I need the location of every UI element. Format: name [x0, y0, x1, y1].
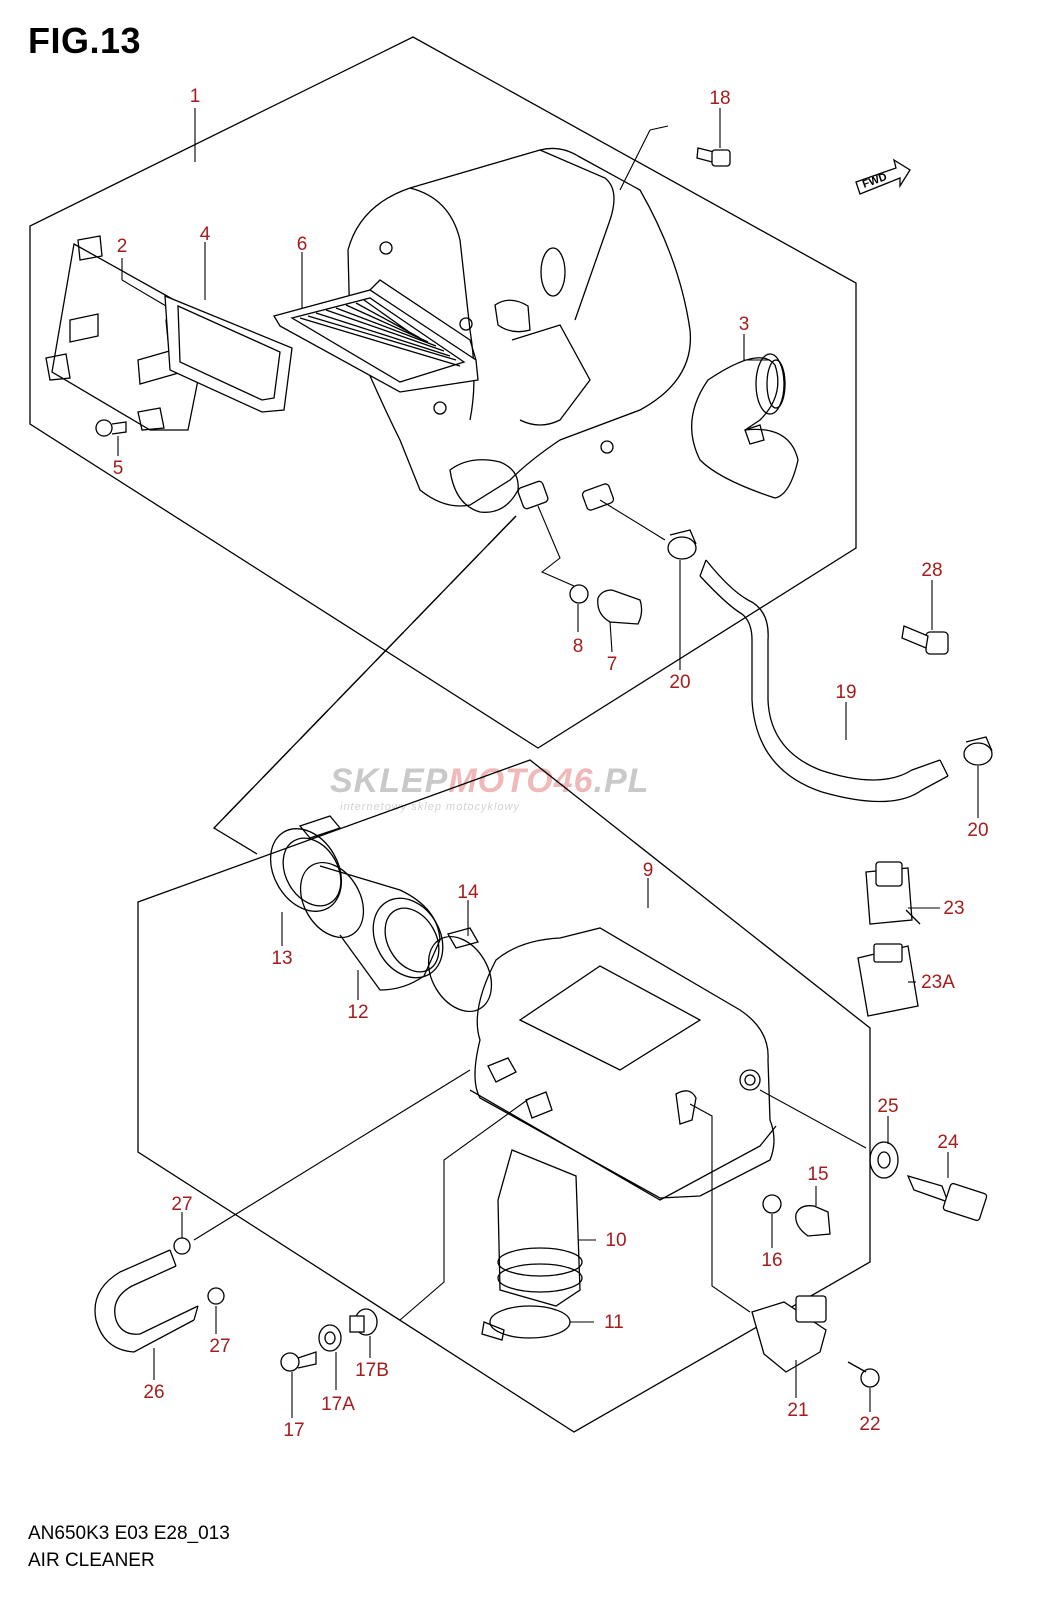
air-filter-element	[273, 279, 479, 393]
lower-assembly-frame	[137, 759, 871, 1433]
bolt-part-18	[696, 147, 731, 167]
inlet-duct-part-3	[691, 353, 799, 499]
callout-10: 10	[605, 1230, 626, 1251]
upper-assembly-frame	[29, 36, 857, 749]
grommet-part-17a	[318, 1324, 342, 1352]
bolt-part-28	[901, 625, 949, 655]
assembly-link-line	[212, 515, 517, 855]
callout-13: 13	[271, 948, 292, 969]
callout-11: 11	[604, 1312, 624, 1333]
intake-boot-part-12	[299, 861, 444, 991]
drain-plug-part-15	[795, 1205, 831, 1237]
callout-4: 4	[200, 224, 211, 245]
callout-8: 8	[573, 636, 584, 657]
clip-part-16	[762, 1194, 782, 1214]
clip-part-8	[569, 584, 589, 604]
callout-22: 22	[859, 1414, 880, 1435]
callout-20-upper: 20	[669, 672, 690, 693]
hose-clamp-part-14	[427, 927, 493, 1013]
callout-17: 17	[283, 1420, 304, 1441]
breather-hose-part-19	[699, 559, 949, 803]
callout-28: 28	[921, 560, 942, 581]
clip-part-27-lower	[207, 1287, 225, 1305]
callout-5: 5	[113, 458, 124, 479]
callout-7: 7	[607, 654, 618, 675]
upper-lower-link-dashed	[213, 515, 517, 829]
hose-clamp-part-20-upper	[667, 529, 697, 560]
callout-14: 14	[457, 882, 479, 903]
callout-18: 18	[709, 88, 730, 109]
section-title: AIR CLEANER	[28, 1550, 155, 1571]
callout-12: 12	[347, 1002, 368, 1023]
leader-20-upper-conn	[599, 499, 666, 541]
clip-part-27-upper	[173, 1237, 191, 1255]
callout-23: 23	[943, 898, 964, 919]
air-cleaner-case-upper	[347, 147, 692, 513]
callout-26: 26	[143, 1382, 164, 1403]
callout-27-lower: 27	[209, 1336, 230, 1357]
callout-21: 21	[787, 1400, 808, 1421]
air-cleaner-seal	[164, 295, 293, 413]
sensor-part-23	[865, 861, 921, 925]
callout-1: 1	[190, 86, 201, 107]
callout-17a: 17A	[321, 1394, 355, 1415]
callout-20-right: 20	[967, 820, 988, 841]
hose-clamp-part-13	[269, 815, 343, 912]
drain-hose-part-26	[94, 1249, 199, 1353]
bolt-part-17	[280, 1351, 317, 1372]
callout-labels: 1 2 3 4 5 6 7 8 9 10 11 12 13 14 15 16 1…	[113, 86, 989, 1441]
callout-19: 19	[835, 682, 856, 703]
outlet-duct-part-10	[497, 1149, 583, 1307]
cover-part-23a	[857, 943, 919, 1017]
screw-part-22	[847, 1361, 880, 1388]
callout-24: 24	[937, 1132, 959, 1153]
washer-part-25	[869, 1141, 899, 1179]
sensor-part-24	[906, 1174, 988, 1222]
leader-lines	[117, 108, 979, 1418]
model-code: AN650K3 E03 E28_013	[28, 1523, 230, 1544]
callout-16: 16	[761, 1250, 782, 1271]
callout-27-upper: 27	[171, 1194, 192, 1215]
figure-title: FIG.13	[28, 20, 142, 61]
callout-15: 15	[807, 1164, 828, 1185]
callout-17b: 17B	[355, 1360, 389, 1381]
hose-clamp-part-20-right	[963, 736, 993, 766]
hose-clamp-part-11	[481, 1305, 571, 1341]
callout-25: 25	[877, 1096, 898, 1117]
callout-6: 6	[297, 234, 308, 255]
drain-plug-part-7	[597, 589, 643, 625]
leader-8	[537, 505, 575, 587]
air-cleaner-case-lower	[469, 927, 777, 1201]
screw-part-5	[95, 419, 127, 437]
collar-part-17b	[349, 1308, 378, 1336]
forward-direction-arrow: FWD	[855, 158, 911, 195]
callout-2: 2	[117, 236, 128, 257]
callout-23a: 23A	[921, 972, 955, 993]
sensor-part-21	[751, 1295, 827, 1373]
callout-3: 3	[739, 314, 750, 335]
callout-9: 9	[643, 860, 654, 881]
